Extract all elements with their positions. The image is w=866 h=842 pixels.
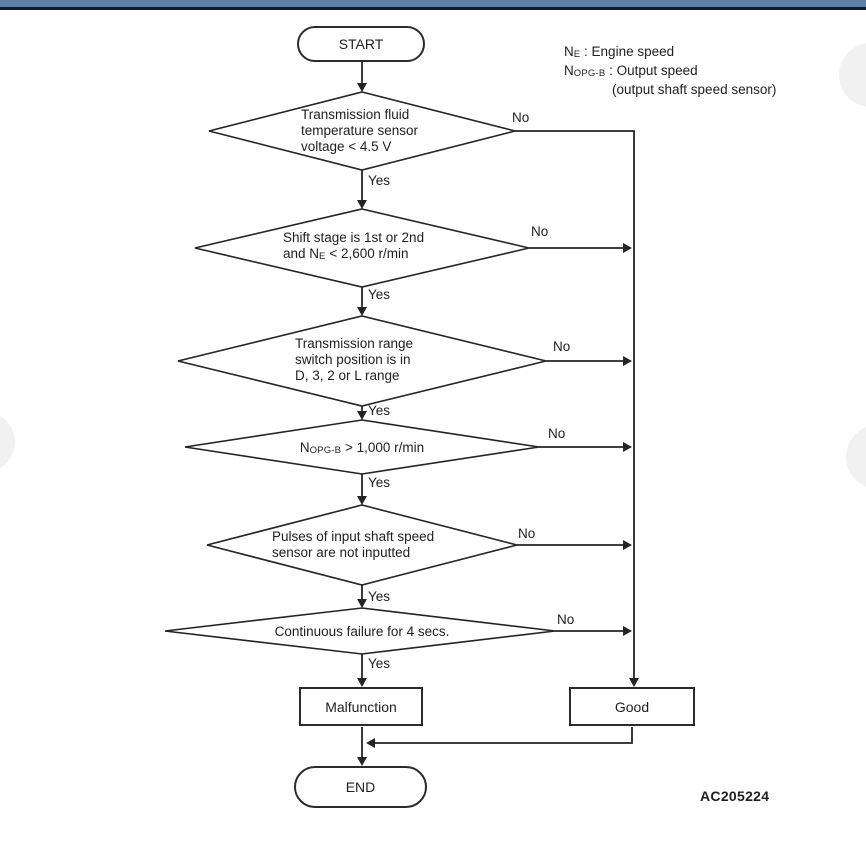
decision-4-text: NOPG-B > 1,000 r/min [299, 440, 425, 456]
top-banner [0, 0, 866, 10]
output-subscript: OPG-B [573, 68, 606, 79]
end-label: END [345, 779, 376, 795]
arrowheads [357, 83, 639, 766]
no-label-3: No [553, 339, 571, 354]
yes-label-2: Yes [368, 287, 391, 302]
good-node: Good [569, 687, 695, 726]
decision-2-text: Shift stage is 1st or 2nd and NE < 2,600… [283, 230, 425, 262]
decision-5-text: Pulses of input shaft speed sensor are n… [272, 529, 435, 560]
yes-label-3: Yes [368, 403, 391, 418]
decision-1-text: Transmission fluid temperature sensor vo… [301, 107, 419, 154]
figure-code: AC205224 [700, 788, 770, 804]
start-label: START [338, 36, 384, 52]
no-label-5: No [518, 526, 536, 541]
yes-label-6: Yes [368, 656, 391, 671]
malfunction-label: Malfunction [325, 698, 397, 715]
carousel-next-button-lower[interactable] [846, 425, 866, 489]
end-node: END [294, 766, 427, 808]
decision-6-text: Continuous failure for 4 secs. [274, 624, 450, 639]
decision-3-text: Transmission range switch position is in… [295, 336, 414, 383]
no-label-6: No [557, 612, 575, 627]
legend-output-note: (output shaft speed sensor) [612, 82, 777, 97]
engine-subscript: E [573, 49, 581, 60]
yes-label-5: Yes [368, 589, 391, 604]
malfunction-node: Malfunction [299, 687, 423, 726]
yes-label-4: Yes [368, 475, 391, 490]
legend: NE : Engine speed NOPG-B : Output speed … [564, 44, 776, 98]
legend-engine-speed: NE : Engine speed [564, 44, 675, 60]
legend-output-speed: NOPG-B : Output speed [564, 63, 698, 79]
yes-label-1: Yes [368, 173, 391, 188]
start-node: START [297, 26, 425, 62]
no-label-1: No [512, 110, 530, 125]
no-label-4: No [548, 426, 566, 441]
no-label-2: No [531, 224, 549, 239]
flow-connectors [361, 62, 635, 759]
good-label: Good [614, 698, 650, 715]
